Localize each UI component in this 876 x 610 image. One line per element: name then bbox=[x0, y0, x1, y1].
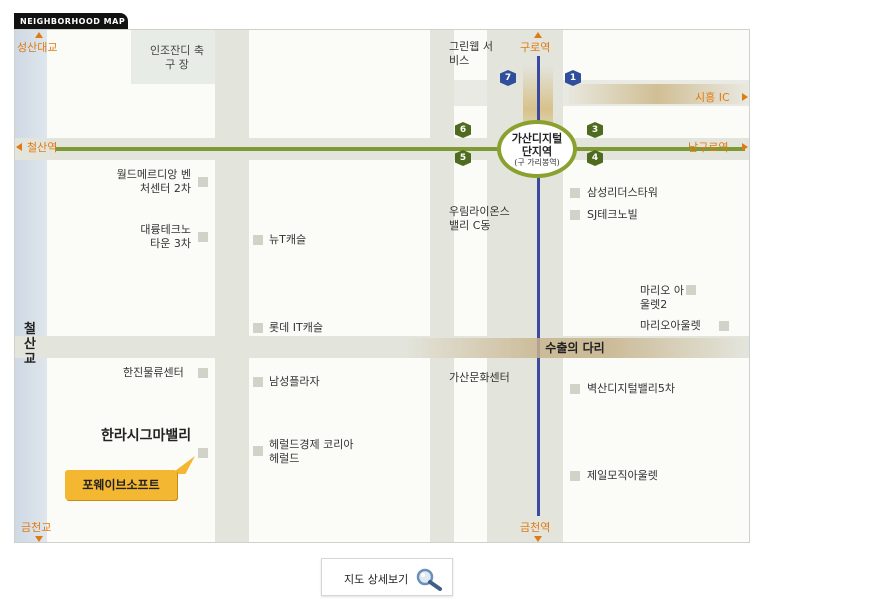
exit-5-icon: 5 bbox=[455, 150, 471, 166]
building-marker bbox=[198, 368, 208, 378]
building-marker bbox=[253, 446, 263, 456]
arrow-down-icon bbox=[534, 536, 542, 542]
landmark-sj-techno: SJ테크노빌 bbox=[587, 208, 638, 221]
direction-guro: 구로역 bbox=[520, 41, 551, 54]
arrow-down-icon bbox=[35, 536, 43, 542]
map-title-tag: NEIGHBORHOOD MAP bbox=[14, 13, 128, 30]
landmark-mario2: 마리오 아울렛2 bbox=[640, 284, 684, 311]
direction-namguro: 남구로역 bbox=[688, 141, 729, 154]
direction-seongsan: 성산대교 bbox=[17, 41, 58, 54]
landmark-samsung-leaders: 삼성리더스타워 bbox=[587, 186, 658, 199]
direction-cheolsan: 철산역 bbox=[27, 141, 58, 154]
building-marker bbox=[253, 323, 263, 333]
station-name: 가산디지털 단지역 bbox=[511, 132, 563, 158]
arrow-up-icon bbox=[35, 32, 43, 38]
exit-1-icon: 1 bbox=[565, 70, 581, 86]
landmark-namsung: 남성플라자 bbox=[269, 375, 320, 388]
block bbox=[249, 160, 430, 336]
blue-line-rail bbox=[537, 56, 540, 516]
building-marker bbox=[198, 177, 208, 187]
map-detail-label: 지도 상세보기 bbox=[344, 573, 409, 586]
landmark-herald: 헤럴드경제 코리아헤럴드 bbox=[269, 438, 354, 465]
direction-siheung-ic: 시흥 IC bbox=[695, 91, 730, 104]
landmark-lotte: 롯데 IT캐슬 bbox=[269, 321, 323, 334]
landmark-mario: 마리오아울렛 bbox=[640, 319, 701, 332]
rail-glow bbox=[563, 84, 749, 104]
park-field bbox=[131, 30, 215, 84]
building-marker bbox=[570, 471, 580, 481]
block bbox=[249, 358, 430, 542]
block bbox=[47, 160, 215, 336]
building-marker bbox=[719, 321, 729, 331]
block bbox=[454, 30, 487, 80]
bridge-cheolsan: 철산교 bbox=[24, 322, 36, 367]
exit-6-icon: 6 bbox=[455, 122, 471, 138]
gasan-digital-station: 가산디지털 단지역 (구 가리봉역) bbox=[497, 120, 577, 178]
landmark-woorim: 우림라이온스 밸리 C동 bbox=[449, 205, 510, 232]
road-v2 bbox=[430, 30, 454, 542]
landmark-new-t: 뉴T캐슬 bbox=[269, 233, 307, 246]
building-marker bbox=[253, 377, 263, 387]
landmark-halla: 한라시그마밸리 bbox=[101, 428, 192, 444]
landmark-hanjin: 한진물류센터 bbox=[123, 366, 184, 379]
landmark-daeryung: 대륭테크노 타운 3차 bbox=[140, 223, 191, 250]
road-v1 bbox=[215, 30, 249, 542]
block bbox=[454, 358, 487, 542]
building-marker bbox=[570, 384, 580, 394]
exit-4-icon: 4 bbox=[587, 150, 603, 166]
arrow-right-icon bbox=[742, 143, 748, 151]
arrow-up-icon bbox=[534, 32, 542, 38]
landmark-green-web: 그린웹 서비스 bbox=[449, 40, 493, 67]
building-marker bbox=[686, 285, 696, 295]
block bbox=[249, 30, 430, 138]
park-label: 인조잔디 축 구 장 bbox=[149, 44, 205, 71]
map-detail-button[interactable]: 지도 상세보기 bbox=[321, 558, 453, 596]
company-callout: 포웨이브소프트 bbox=[65, 470, 177, 500]
river bbox=[15, 30, 47, 542]
block bbox=[563, 30, 749, 80]
station-subname: (구 가리봉역) bbox=[514, 158, 560, 167]
arrow-left-icon bbox=[16, 143, 22, 151]
arrow-right-icon bbox=[742, 93, 748, 101]
building-marker bbox=[198, 232, 208, 242]
block bbox=[563, 160, 749, 336]
building-marker bbox=[570, 210, 580, 220]
direction-geumcheon: 금천역 bbox=[520, 521, 551, 534]
building-marker bbox=[198, 448, 208, 458]
green-line-rail bbox=[55, 147, 745, 151]
building-marker bbox=[253, 235, 263, 245]
building-marker bbox=[570, 188, 580, 198]
neighborhood-map: 가산디지털 단지역 (구 가리봉역) 7 1 6 3 5 4 성산대교 구로역 … bbox=[14, 29, 750, 543]
direction-geumcheongyo: 금천교 bbox=[21, 521, 52, 534]
block bbox=[454, 160, 487, 336]
block bbox=[47, 358, 215, 542]
block bbox=[563, 358, 749, 542]
exit-3-icon: 3 bbox=[587, 122, 603, 138]
landmark-gasan-culture: 가산문화센터 bbox=[449, 371, 510, 384]
landmark-world-meridian: 월드메르디앙 벤처센터 2차 bbox=[116, 168, 191, 195]
bridge-suchul: 수출의 다리 bbox=[405, 338, 745, 358]
landmark-byeoksan: 벽산디지털밸리5차 bbox=[587, 382, 675, 395]
exit-7-icon: 7 bbox=[500, 70, 516, 86]
magnifier-icon bbox=[416, 568, 442, 591]
landmark-jeil: 제일모직아울렛 bbox=[587, 469, 658, 482]
